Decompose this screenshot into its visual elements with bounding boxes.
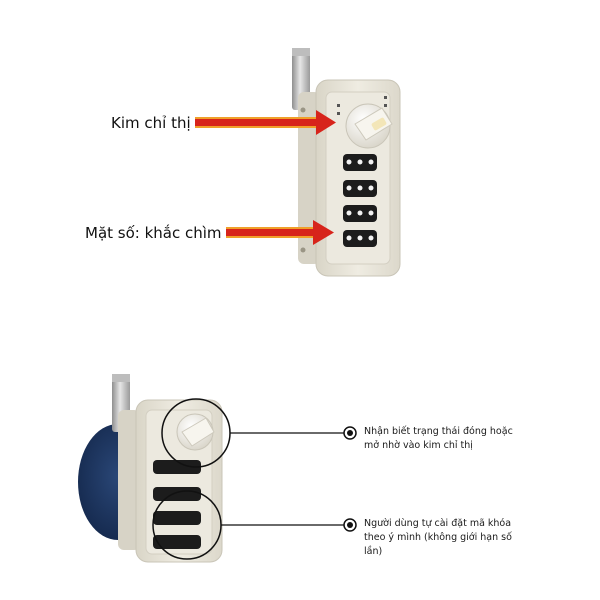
lock-top xyxy=(292,48,401,277)
arrow-indicator xyxy=(195,110,336,135)
label-dial: Mặt số: khắc chìm xyxy=(85,224,222,242)
lock-bottom xyxy=(78,374,357,563)
callout-code: Người dùng tự cài đặt mã khóa theo ý mìn… xyxy=(364,518,512,557)
arrow-dial xyxy=(226,220,334,245)
combination-dial-icon xyxy=(153,460,201,549)
indicator-knob-icon xyxy=(345,103,393,149)
combination-dial-icon xyxy=(343,154,377,247)
callout-dot-icon xyxy=(343,426,357,440)
callout-status: Nhận biết trạng thái đóng hoặc mở nhờ và… xyxy=(364,426,513,451)
label-indicator: Kim chỉ thị xyxy=(111,114,191,132)
indicator-knob-icon xyxy=(176,413,215,451)
callout-dot-icon xyxy=(343,518,357,532)
